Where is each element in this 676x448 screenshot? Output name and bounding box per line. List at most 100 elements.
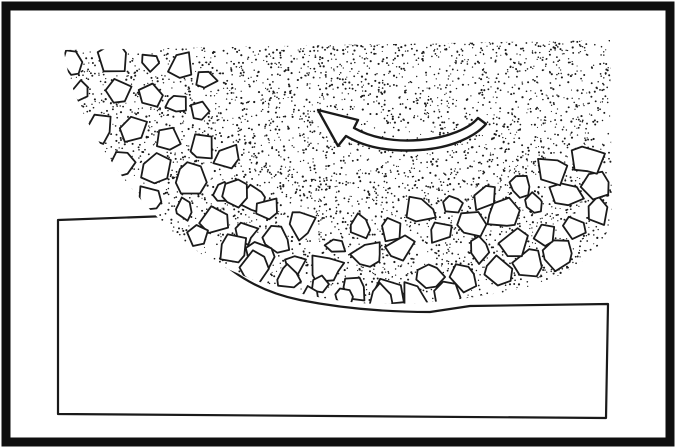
stipple-dot: [313, 50, 315, 52]
stipple-dot: [217, 119, 219, 121]
stipple-dot: [486, 292, 488, 294]
stipple-dot: [554, 47, 556, 49]
stipple-dot: [583, 103, 584, 104]
stipple-dot: [384, 100, 386, 102]
stipple-dot: [116, 104, 118, 106]
stipple-dot: [314, 208, 316, 210]
stipple-dot: [579, 41, 580, 42]
stipple-dot: [265, 124, 267, 126]
stipple-dot: [212, 186, 214, 188]
stipple-dot: [266, 167, 267, 168]
stipple-dot: [444, 48, 446, 50]
stipple-dot: [549, 203, 551, 205]
stipple-dot: [390, 170, 391, 171]
stipple-dot: [543, 44, 545, 46]
stipple-dot: [320, 219, 321, 220]
stipple-dot: [512, 161, 513, 162]
stipple-dot: [416, 100, 417, 101]
stipple-dot: [515, 170, 517, 172]
stipple-dot: [251, 220, 252, 221]
stipple-dot: [589, 114, 590, 115]
stipple-dot: [164, 75, 166, 77]
stipple-dot: [422, 240, 423, 241]
stipple-dot: [229, 102, 231, 104]
stipple-dot: [569, 205, 571, 207]
stipple-dot: [373, 48, 375, 50]
stipple-dot: [559, 67, 560, 68]
stipple-dot: [516, 53, 517, 54]
stipple-dot: [159, 214, 161, 216]
stipple-dot: [285, 178, 287, 180]
stipple-dot: [312, 122, 313, 123]
stipple-dot: [448, 103, 449, 104]
stipple-dot: [556, 123, 557, 124]
stipple-dot: [422, 58, 424, 60]
stipple-dot: [583, 143, 585, 145]
stipple-dot: [305, 75, 306, 76]
stipple-dot: [357, 237, 359, 239]
stipple-dot: [217, 89, 219, 91]
stipple-dot: [215, 139, 216, 140]
stipple-dot: [417, 232, 419, 234]
stipple-dot: [517, 121, 519, 123]
stipple-dot: [473, 181, 474, 182]
stipple-dot: [438, 56, 440, 58]
stipple-dot: [111, 158, 112, 159]
stipple-dot: [587, 139, 589, 141]
stipple-dot: [241, 74, 242, 75]
stipple-dot: [348, 201, 350, 203]
stipple-dot: [530, 224, 531, 225]
stipple-dot: [168, 182, 170, 184]
stipple-dot: [508, 176, 509, 177]
stipple-dot: [402, 103, 404, 105]
stipple-dot: [369, 234, 371, 236]
stipple-dot: [445, 242, 446, 243]
stipple-dot: [305, 180, 307, 182]
stipple-dot: [227, 137, 228, 138]
stipple-dot: [87, 68, 89, 70]
stipple-dot: [385, 189, 387, 191]
stipple-dot: [267, 111, 269, 113]
stipple-dot: [444, 94, 445, 95]
stipple-dot: [214, 95, 215, 96]
stipple-dot: [523, 216, 525, 218]
stipple-dot: [531, 235, 532, 236]
stipple-dot: [532, 242, 533, 243]
stipple-dot: [334, 146, 336, 148]
stipple-dot: [387, 83, 389, 85]
stipple-dot: [177, 161, 178, 162]
stipple-dot: [484, 71, 486, 73]
stipple-dot: [603, 112, 605, 114]
stipple-dot: [540, 46, 542, 48]
stipple-dot: [604, 95, 606, 97]
stipple-dot: [608, 158, 610, 160]
stipple-dot: [434, 49, 435, 50]
stipple-dot: [426, 223, 428, 225]
stipple-dot: [574, 73, 576, 75]
stipple-dot: [555, 126, 556, 127]
stipple-dot: [88, 62, 89, 63]
stipple-dot: [559, 85, 561, 87]
stipple-dot: [231, 99, 232, 100]
stipple-dot: [247, 58, 249, 60]
stipple-dot: [207, 123, 209, 125]
stipple-dot: [437, 105, 438, 106]
stipple-dot: [294, 181, 296, 183]
stipple-dot: [358, 176, 360, 178]
stipple-dot: [125, 79, 127, 81]
stipple-dot: [337, 223, 339, 225]
stipple-dot: [358, 170, 359, 171]
stipple-dot: [578, 127, 580, 129]
stipple-dot: [303, 106, 305, 108]
stipple-dot: [326, 210, 327, 211]
stipple-dot: [92, 62, 94, 64]
stipple-dot: [391, 193, 393, 195]
stipple-dot: [183, 135, 185, 137]
stipple-dot: [150, 107, 152, 109]
stipple-dot: [326, 83, 328, 85]
stipple-dot: [474, 63, 476, 65]
stipple-dot: [521, 144, 523, 146]
stipple-dot: [91, 104, 92, 105]
stipple-dot: [307, 265, 308, 266]
stipple-dot: [292, 137, 293, 138]
